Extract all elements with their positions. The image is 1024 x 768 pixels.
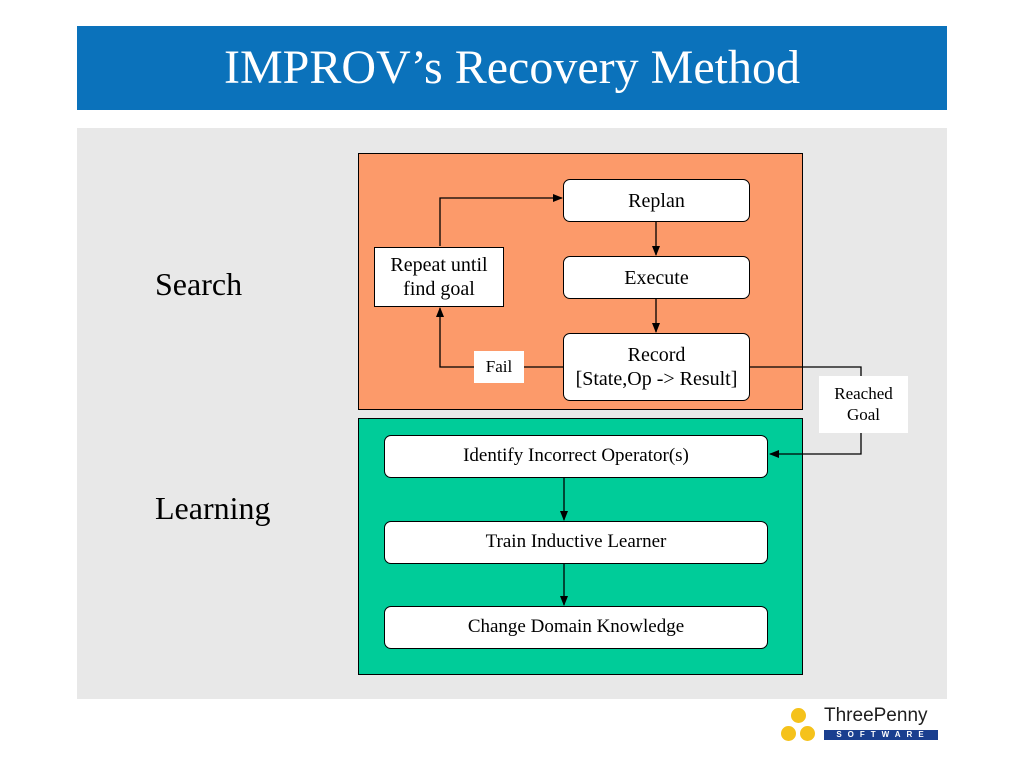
change-text: Change Domain Knowledge [467, 616, 685, 638]
record-text-line1: Record [627, 344, 686, 366]
slide-title: IMPROV’s Recovery Method [224, 41, 800, 94]
reached-goal-label: Reached Goal [819, 376, 908, 433]
execute-node: Execute [563, 256, 750, 299]
fail-text: Fail [485, 356, 513, 376]
repeat-text-line2: find goal [403, 278, 475, 300]
search-label: Search [155, 266, 243, 302]
record-text-line2: [State,Op -> Result] [575, 368, 738, 390]
fail-label: Fail [474, 351, 524, 383]
record-node: Record [State,Op -> Result] [563, 333, 750, 401]
logo-name: ThreePenny [824, 705, 928, 726]
logo-dot-left-icon [781, 726, 796, 741]
identify-node: Identify Incorrect Operator(s) [384, 435, 768, 478]
execute-text: Execute [624, 266, 689, 289]
learning-label: Learning [155, 490, 271, 526]
identify-text: Identify Incorrect Operator(s) [463, 445, 689, 467]
logo-dot-right-icon [800, 726, 815, 741]
repeat-text-line1: Repeat until [390, 254, 488, 276]
repeat-node: Repeat until find goal [374, 247, 504, 307]
reached-text-line2: Goal [846, 404, 881, 424]
title-bar: IMPROV’s Recovery Method [77, 26, 947, 110]
logo-dot-top-icon [791, 708, 806, 723]
change-node: Change Domain Knowledge [384, 606, 768, 649]
train-text: Train Inductive Learner [485, 531, 667, 553]
train-node: Train Inductive Learner [384, 521, 768, 564]
replan-text: Replan [628, 189, 685, 212]
logo-subtitle: SOFTWARE [824, 730, 938, 740]
replan-node: Replan [563, 179, 750, 222]
reached-text-line1: Reached [834, 384, 893, 404]
